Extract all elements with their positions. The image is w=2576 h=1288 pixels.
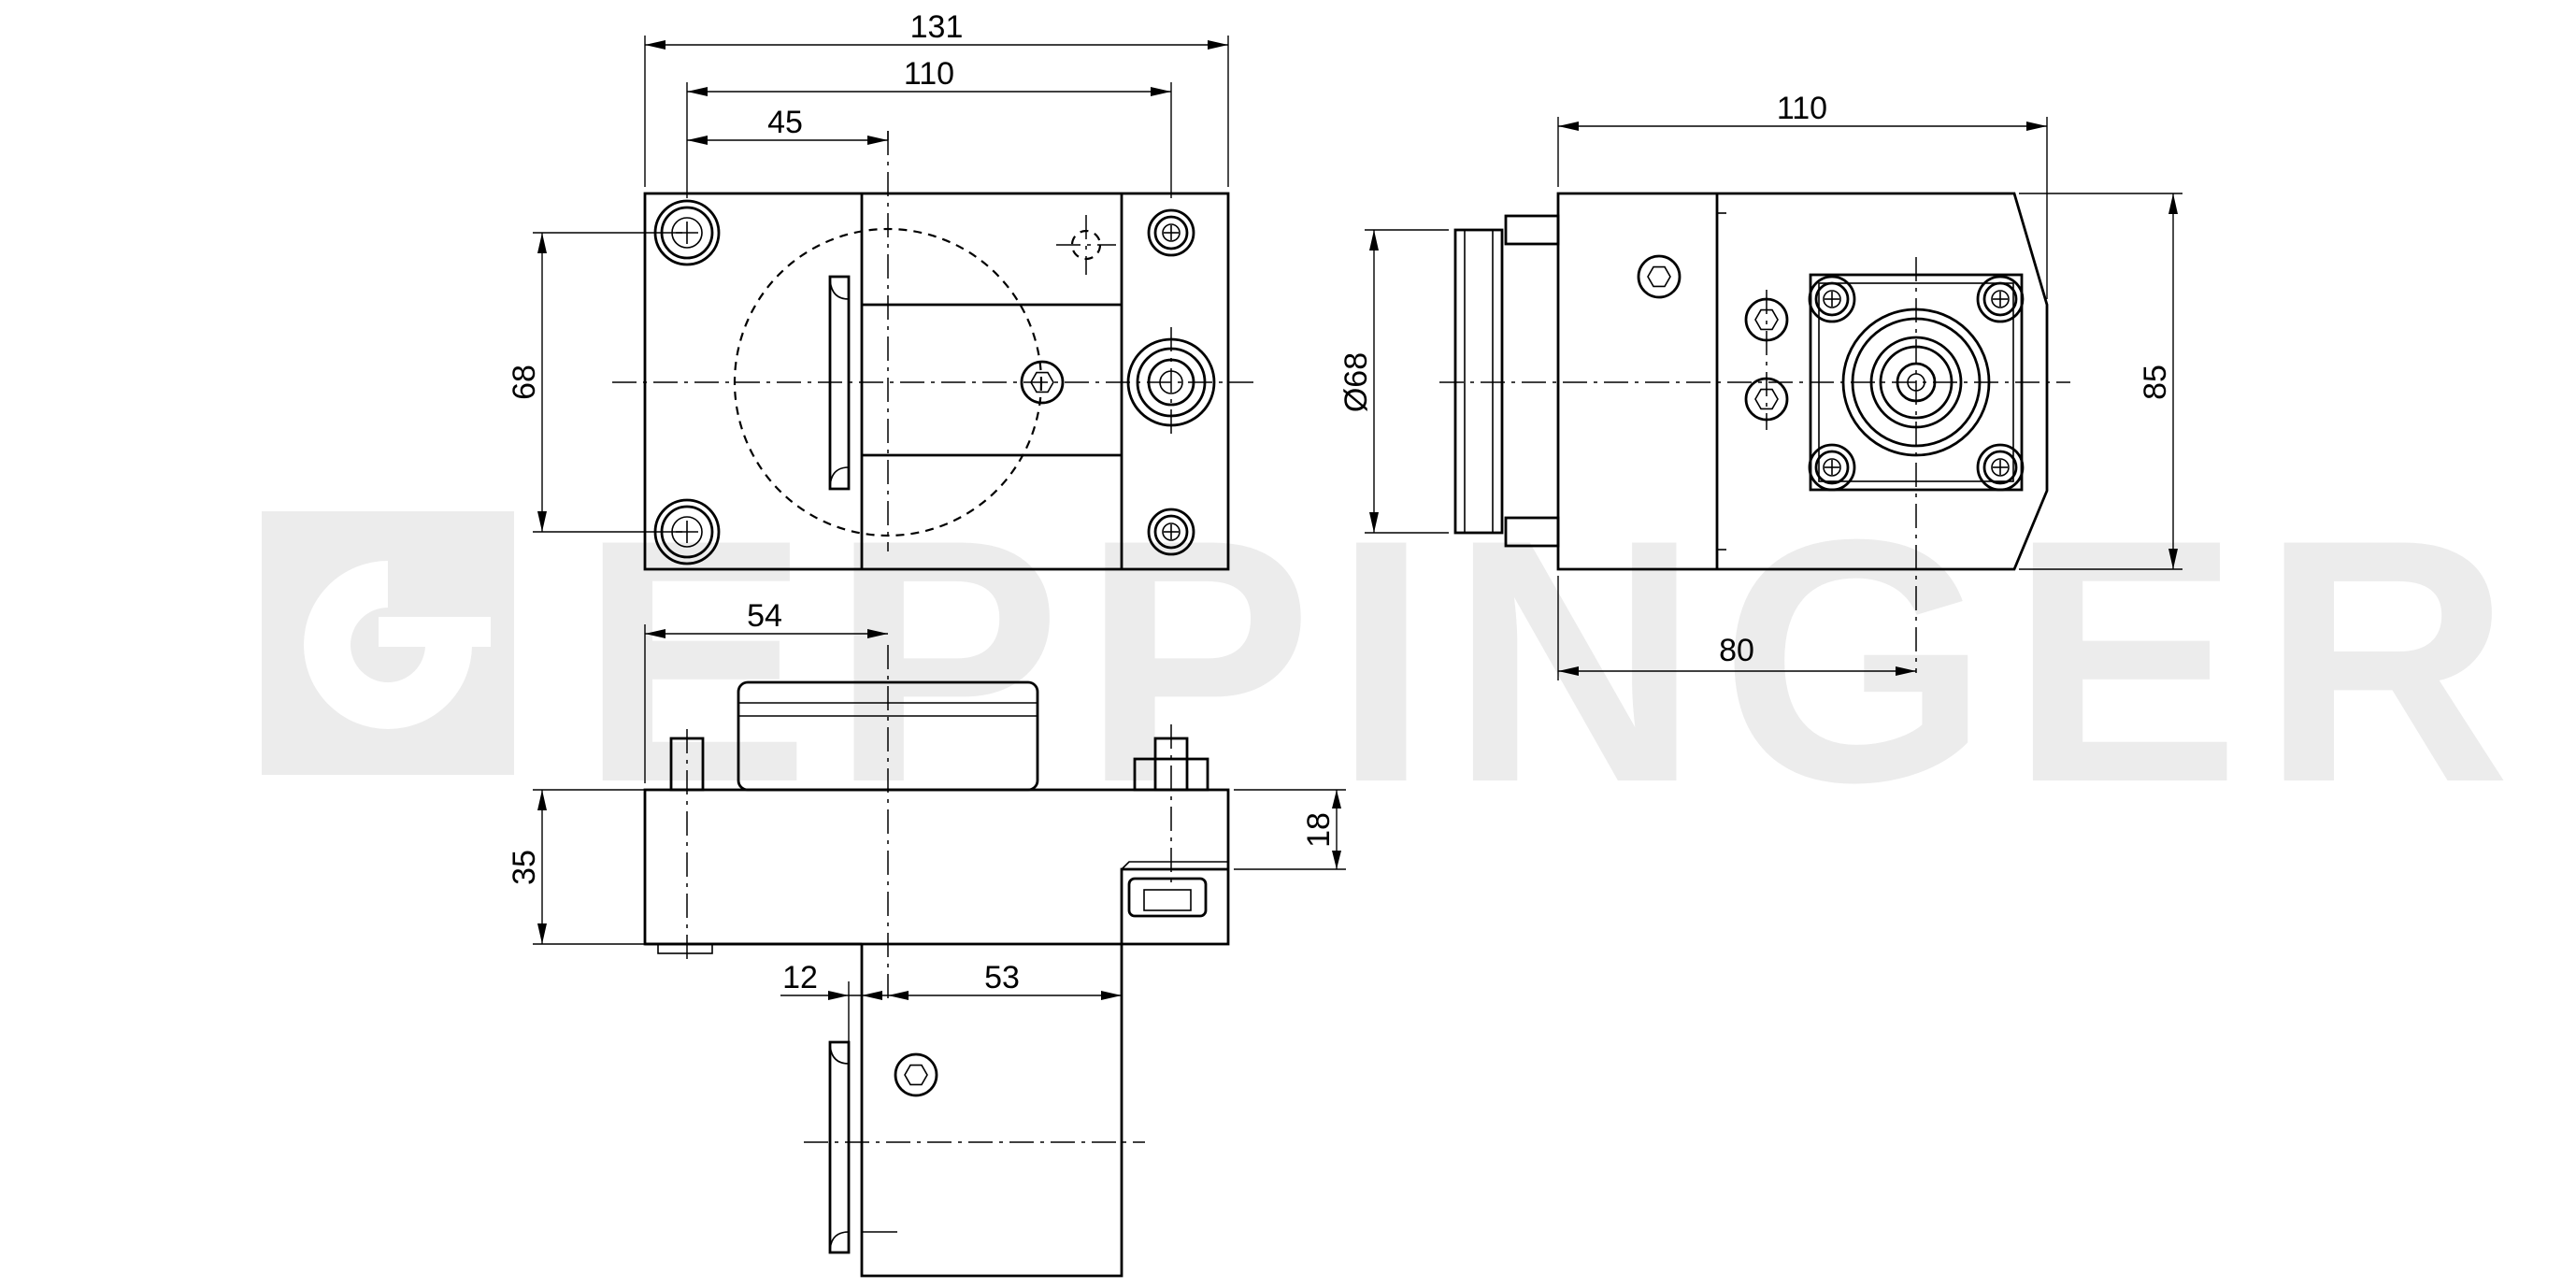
dim-side-width: 110 [1777, 91, 1827, 126]
dim-axis-offset: 45 [767, 105, 803, 140]
bolt-hole-icon [1147, 208, 1195, 257]
set-screw-icon [894, 1052, 938, 1097]
dim-side-height: 85 [2138, 365, 2173, 400]
dim-top-offset: 54 [747, 598, 782, 634]
dim-hole-spacing: 110 [904, 56, 954, 92]
set-screw-icon [1637, 254, 1682, 299]
flange-outline [1453, 228, 1504, 535]
bolt-hole-icon [1976, 275, 2025, 323]
dim-lip: 12 [782, 960, 818, 995]
bolt-hole-icon [1808, 275, 1856, 323]
dim-diameter: Ø68 [1338, 352, 1374, 412]
lower-body-outline [860, 867, 1228, 1278]
dim-side-axis-offset: 80 [1719, 633, 1754, 668]
bolt-hole-icon [1147, 508, 1195, 556]
side-body-outline [1556, 192, 2049, 571]
bolt-hole-icon [1808, 443, 1856, 492]
dim-overall-width: 131 [910, 9, 964, 45]
dim-stud-height: 18 [1301, 812, 1337, 848]
top-flange-outline [643, 788, 1230, 946]
front-view: 131 110 45 68 [507, 9, 1257, 571]
watermark-text: EPPINGER [580, 468, 2531, 854]
side-view: 110 Ø68 85 80 [1338, 91, 2182, 680]
dim-height: 68 [507, 365, 542, 400]
bolt-hole-icon [1976, 443, 2025, 492]
top-view: 54 35 18 12 53 [507, 598, 1346, 1278]
dim-tool-offset: 53 [984, 960, 1020, 995]
front-body-outline [643, 192, 1230, 571]
watermark: EPPINGER [262, 468, 2531, 854]
dim-flange-height: 35 [507, 850, 542, 885]
